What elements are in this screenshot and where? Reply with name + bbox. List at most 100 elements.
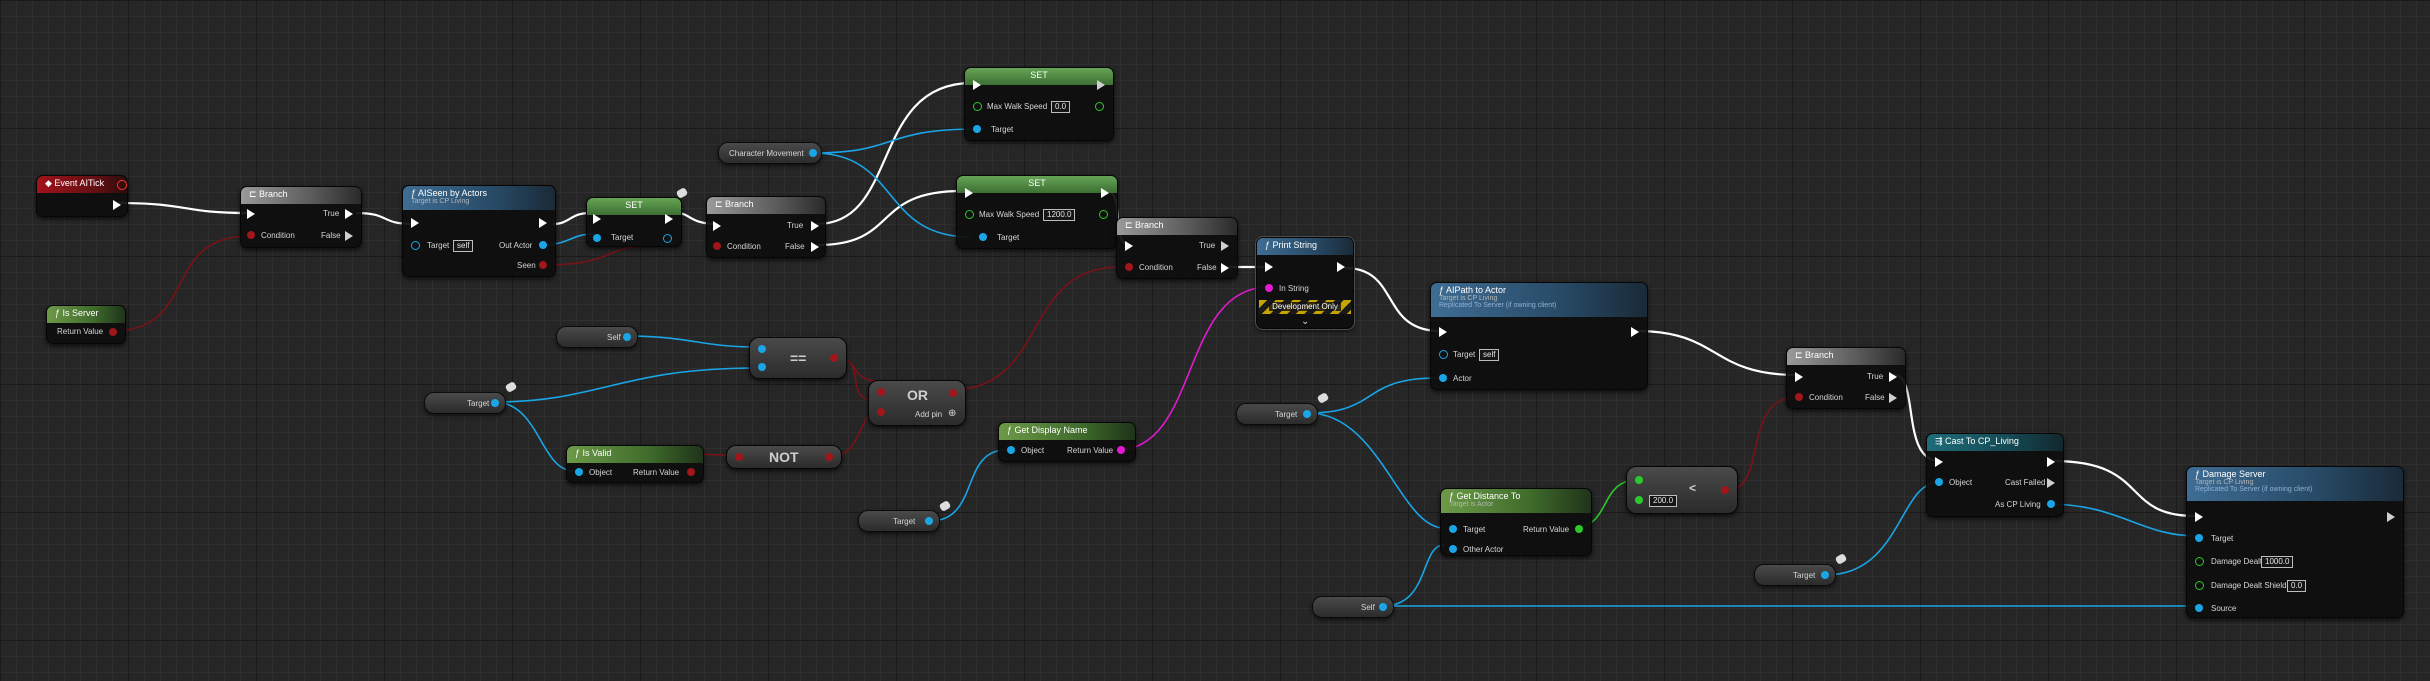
equals-node[interactable]: == [749,337,847,379]
add-pin-icon[interactable]: ⊕ [948,408,957,419]
true-exec-pin[interactable] [1221,241,1229,251]
damage-dealt-field[interactable]: 1000.0 [2261,556,2294,568]
source-pin[interactable] [2195,604,2203,612]
max-walk-speed-field[interactable]: 0.0 [1051,101,1071,113]
add-pin-label[interactable]: Add pin [915,410,943,419]
exec-in-pin[interactable] [1265,262,1273,272]
exec-in-pin[interactable] [411,218,419,228]
a-pin[interactable] [1635,476,1643,484]
object-pin[interactable] [575,468,583,476]
exec-out-pin[interactable] [2047,457,2055,467]
true-exec-pin[interactable] [811,221,819,231]
exec-in-pin[interactable] [247,209,255,219]
or-node[interactable]: OR Add pin ⊕ [868,380,966,426]
as-cp-living-pin[interactable] [2047,500,2055,508]
in-string-pin[interactable] [1265,284,1273,292]
target-getter[interactable]: Target [424,392,506,414]
target-pin[interactable] [979,233,987,241]
target-value-field[interactable]: self [453,240,474,252]
b-value-field[interactable]: 200.0 [1649,495,1678,507]
event-ai-tick-node[interactable]: ◆ Event AITick [36,175,128,217]
exec-out-pin[interactable] [113,200,121,210]
less-than-node[interactable]: 200.0 < [1626,466,1738,514]
damage-dealt-pin[interactable] [2195,557,2204,566]
exec-out-pin[interactable] [539,218,547,228]
or-out-pin[interactable] [949,389,957,397]
ai-path-to-actor-node[interactable]: ƒ AIPath to Actor Target is CP Living Re… [1430,282,1648,390]
target-pin[interactable] [411,241,420,250]
target-pin[interactable] [925,517,933,525]
object-pin[interactable] [1007,446,1015,454]
true-exec-pin[interactable] [345,209,353,219]
self-pin[interactable] [623,333,631,341]
exec-out-pin[interactable] [2387,512,2395,522]
exec-in-pin[interactable] [1439,327,1447,337]
target-pin[interactable] [2195,534,2203,542]
set-max-walk-speed-node[interactable]: SET Max Walk Speed 1200.0 Target [956,175,1118,249]
damage-server-node[interactable]: ƒ Damage Server Target is CP Living Repl… [2186,466,2404,618]
exec-in-pin[interactable] [713,221,721,231]
a-pin[interactable] [877,388,885,396]
max-walk-speed-pin[interactable] [965,210,974,219]
b-pin[interactable] [877,408,885,416]
false-exec-pin[interactable] [1889,393,1897,403]
ai-seen-by-actors-node[interactable]: ƒ AISeen by Actors Target is CP Living T… [402,185,556,277]
a-pin[interactable] [758,345,766,353]
false-exec-pin[interactable] [1221,263,1229,273]
target-pin[interactable] [973,125,981,133]
self-pin[interactable] [1379,603,1387,611]
seen-pin[interactable] [539,261,547,269]
not-out-pin[interactable] [825,453,833,461]
less-than-out-pin[interactable] [1721,486,1729,494]
condition-pin[interactable] [1795,393,1803,401]
exec-in-pin[interactable] [2195,512,2203,522]
exec-in-pin[interactable] [1125,241,1133,251]
set-target-node[interactable]: SET Target [586,197,682,247]
character-movement-getter[interactable]: Character Movement [718,142,822,164]
max-walk-speed-pin[interactable] [973,102,982,111]
condition-pin[interactable] [1125,263,1133,271]
true-exec-pin[interactable] [1889,372,1897,382]
not-node[interactable]: NOT [726,445,842,469]
max-walk-speed-out-pin[interactable] [1099,210,1108,219]
exec-out-pin[interactable] [1101,188,1109,198]
other-actor-pin[interactable] [1449,545,1457,553]
is-server-node[interactable]: ƒ Is Server Return Value [46,305,126,344]
target-pin[interactable] [1821,571,1829,579]
target-pin[interactable] [1439,350,1448,359]
get-display-name-node[interactable]: ƒ Get Display Name Object Return Value [998,422,1136,462]
false-exec-pin[interactable] [811,242,819,252]
false-exec-pin[interactable] [345,231,353,241]
exec-out-pin[interactable] [1631,327,1639,337]
b-pin[interactable] [1635,496,1643,504]
target-getter[interactable]: Target [858,510,940,532]
return-value-pin[interactable] [109,328,117,336]
return-value-pin[interactable] [1117,446,1125,454]
exec-in-pin[interactable] [965,188,973,198]
character-movement-pin[interactable] [809,149,817,157]
target-getter[interactable]: Target [1236,403,1318,425]
return-value-pin[interactable] [1575,525,1583,533]
b-pin[interactable] [758,363,766,371]
object-pin[interactable] [1935,478,1943,486]
actor-pin[interactable] [1439,374,1447,382]
self-reference-node[interactable]: Self [556,326,638,348]
target-pin[interactable] [1449,525,1457,533]
exec-out-pin[interactable] [665,214,673,224]
exec-in-pin[interactable] [593,214,601,224]
expand-chevron-icon[interactable]: ⌄ [1301,316,1310,327]
condition-pin[interactable] [713,242,721,250]
target-out-pin[interactable] [663,234,672,243]
exec-out-pin[interactable] [1097,80,1105,90]
target-in-pin[interactable] [593,234,601,242]
branch-node[interactable]: ⊏ Branch True Condition False [1116,217,1238,279]
set-max-walk-speed-node[interactable]: SET Max Walk Speed 0.0 Target [964,67,1114,141]
condition-pin[interactable] [247,231,255,239]
out-actor-pin[interactable] [539,241,547,249]
get-distance-to-node[interactable]: ƒ Get Distance To Target is Actor Target… [1440,488,1592,556]
max-walk-speed-field[interactable]: 1200.0 [1043,209,1076,221]
not-in-pin[interactable] [735,453,743,461]
damage-dealt-shield-field[interactable]: 0.0 [2287,580,2307,592]
max-walk-speed-out-pin[interactable] [1095,102,1104,111]
